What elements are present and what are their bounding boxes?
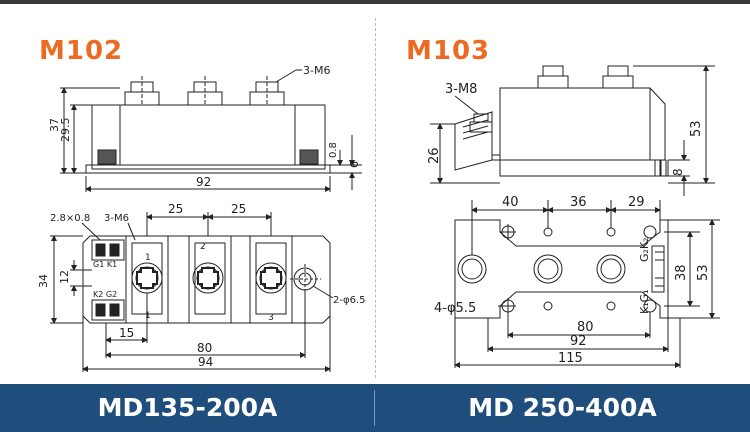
m103-dim-38: 38 — [674, 264, 689, 281]
m103-top-labels: 40 36 29 38 53 4-φ5.5 80 92 115 G₂K₂ K₁G… — [434, 195, 711, 366]
m103-dim-36: 36 — [570, 195, 587, 210]
technical-drawings: 37 29.5 0.8 6 92 3-M6 — [37, 64, 720, 372]
m102-top-screw: 3-M6 — [104, 213, 129, 224]
m103-screw-label: 3-M8 — [445, 82, 477, 97]
m103-side-labels: 3-M8 26 53 8 — [427, 82, 704, 176]
m102-dim-80: 80 — [197, 341, 212, 355]
banner-divider — [374, 390, 375, 426]
column-divider — [375, 18, 376, 378]
left-model-label: MD135-200A — [97, 393, 278, 422]
m102-top-labels: 2.8×0.8 3-M6 25 25 34 12 15 80 94 2-φ6.5… — [37, 202, 365, 369]
m102-dim-37: 37 — [48, 118, 61, 132]
m102-dim-25a: 25 — [168, 202, 183, 216]
right-model-label: MD 250-400A — [468, 393, 657, 422]
m103-gate-label-top: G₂K₂ — [638, 237, 651, 262]
m103-dim-53-top: 53 — [696, 264, 711, 281]
m103-dim-40: 40 — [502, 195, 519, 210]
m102-dim-12: 12 — [58, 270, 71, 284]
m102-dim-94: 94 — [198, 355, 213, 369]
m102-dim-92: 92 — [196, 175, 211, 189]
m102-terminal-1b: 1 — [145, 311, 151, 321]
model-banner: MD135-200A MD 250-400A — [0, 384, 750, 432]
m102-gate-label-bottom: K2 G2 — [93, 290, 117, 299]
m102-dim-25b: 25 — [231, 202, 246, 216]
m102-terminal-1: 1 — [145, 253, 151, 263]
m102-dim-34: 34 — [37, 274, 50, 288]
m102-terminal-2: 2 — [200, 242, 206, 252]
m102-dim-0-8: 0.8 — [328, 142, 339, 158]
m102-terminal-nuts — [124, 76, 285, 106]
m103-dim-80: 80 — [577, 320, 594, 335]
m102-side-labels: 37 29.5 0.8 6 92 3-M6 — [48, 64, 361, 189]
m102-dim-6: 6 — [348, 161, 361, 168]
m103-dim-26: 26 — [427, 147, 442, 164]
m103-top-view — [454, 200, 720, 368]
m102-terminal-3: 3 — [268, 313, 274, 323]
m102-top-view — [50, 212, 334, 372]
left-module-title: M102 — [39, 36, 124, 66]
m103-dim-92: 92 — [570, 334, 587, 349]
m102-dim-29-5: 29.5 — [59, 118, 72, 143]
m103-side-view — [430, 65, 715, 196]
right-module-title: M103 — [406, 36, 491, 66]
m103-hole-label: 4-φ5.5 — [434, 301, 476, 316]
m102-hole-label: 2-φ6.5 — [333, 295, 365, 306]
m103-gate-label-bottom: K₁G₁ — [638, 289, 651, 314]
m103-dim-8: 8 — [671, 168, 685, 176]
m102-screw-label: 3-M6 — [303, 64, 330, 77]
m102-side-view — [60, 69, 362, 192]
m102-pin-size: 2.8×0.8 — [50, 213, 90, 224]
m103-dim-115: 115 — [558, 351, 583, 366]
m102-gate-label-top: G1 K1 — [93, 260, 117, 269]
top-border — [0, 0, 750, 4]
m103-dim-53: 53 — [689, 120, 704, 137]
m102-dim-15: 15 — [119, 326, 134, 340]
m103-dim-29: 29 — [628, 195, 645, 210]
